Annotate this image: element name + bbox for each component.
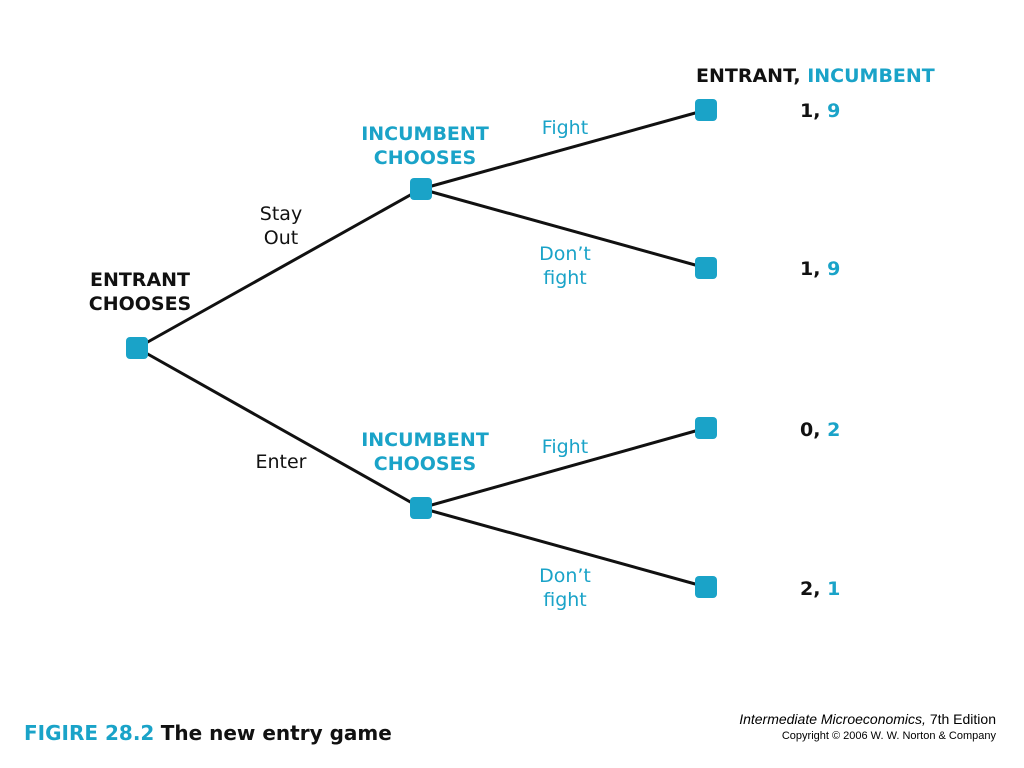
payoff-separator: ,	[813, 100, 821, 122]
edge-label-lower-fight: Fight	[541, 436, 589, 458]
payoff-separator: ,	[813, 578, 821, 600]
payoff-header: ENTRANT, INCUMBENT	[696, 64, 935, 88]
edge-upper-fight	[420, 108, 707, 191]
leaf-2	[695, 257, 717, 279]
book-edition: 7th Edition	[929, 711, 996, 727]
payoff-separator: ,	[813, 258, 821, 280]
figure-caption: FIGIRE 28.2 The new entry game	[24, 720, 392, 746]
leaf-3	[695, 417, 717, 439]
header-incumbent: INCUMBENT	[807, 65, 935, 87]
node-root	[126, 337, 148, 359]
payoff-row: 1, 9	[800, 257, 840, 281]
payoff-row: 0, 2	[800, 418, 840, 442]
payoff-incumbent: 2	[827, 419, 841, 441]
leaf-1	[695, 99, 717, 121]
edge-enter	[136, 346, 422, 510]
payoff-incumbent: 1	[827, 578, 841, 600]
book-copyright: Copyright © 2006 W. W. Norton & Company	[781, 730, 996, 742]
payoff-entrant: 0	[800, 419, 814, 441]
payoff-entrant: 2	[800, 578, 814, 600]
edge-stay-out	[136, 187, 422, 350]
node-lower	[410, 497, 432, 519]
book-title: Intermediate Microeconomics,	[739, 711, 926, 727]
node-upper	[410, 178, 432, 200]
payoff-row: 1, 9	[800, 99, 840, 123]
payoff-separator: ,	[813, 419, 821, 441]
header-entrant: ENTRANT	[696, 65, 794, 87]
edge-upper-dont-fight	[420, 187, 707, 270]
payoff-incumbent: 9	[827, 100, 841, 122]
book-credit: Intermediate Microeconomics, 7th Edition…	[739, 710, 996, 744]
edge-label-enter: Enter	[255, 451, 307, 473]
payoff-entrant: 1	[800, 100, 814, 122]
edge-lower-dont-fight	[420, 506, 707, 589]
edge-lower-fight	[420, 426, 707, 510]
edge-label-upper-fight: Fight	[541, 117, 589, 139]
payoff-incumbent: 9	[827, 258, 841, 280]
header-separator: ,	[793, 65, 801, 87]
figure-number: FIGIRE 28.2	[24, 721, 155, 745]
payoff-row: 2, 1	[800, 577, 840, 601]
leaf-4	[695, 576, 717, 598]
figure-title: The new entry game	[160, 721, 392, 745]
payoff-entrant: 1	[800, 258, 814, 280]
